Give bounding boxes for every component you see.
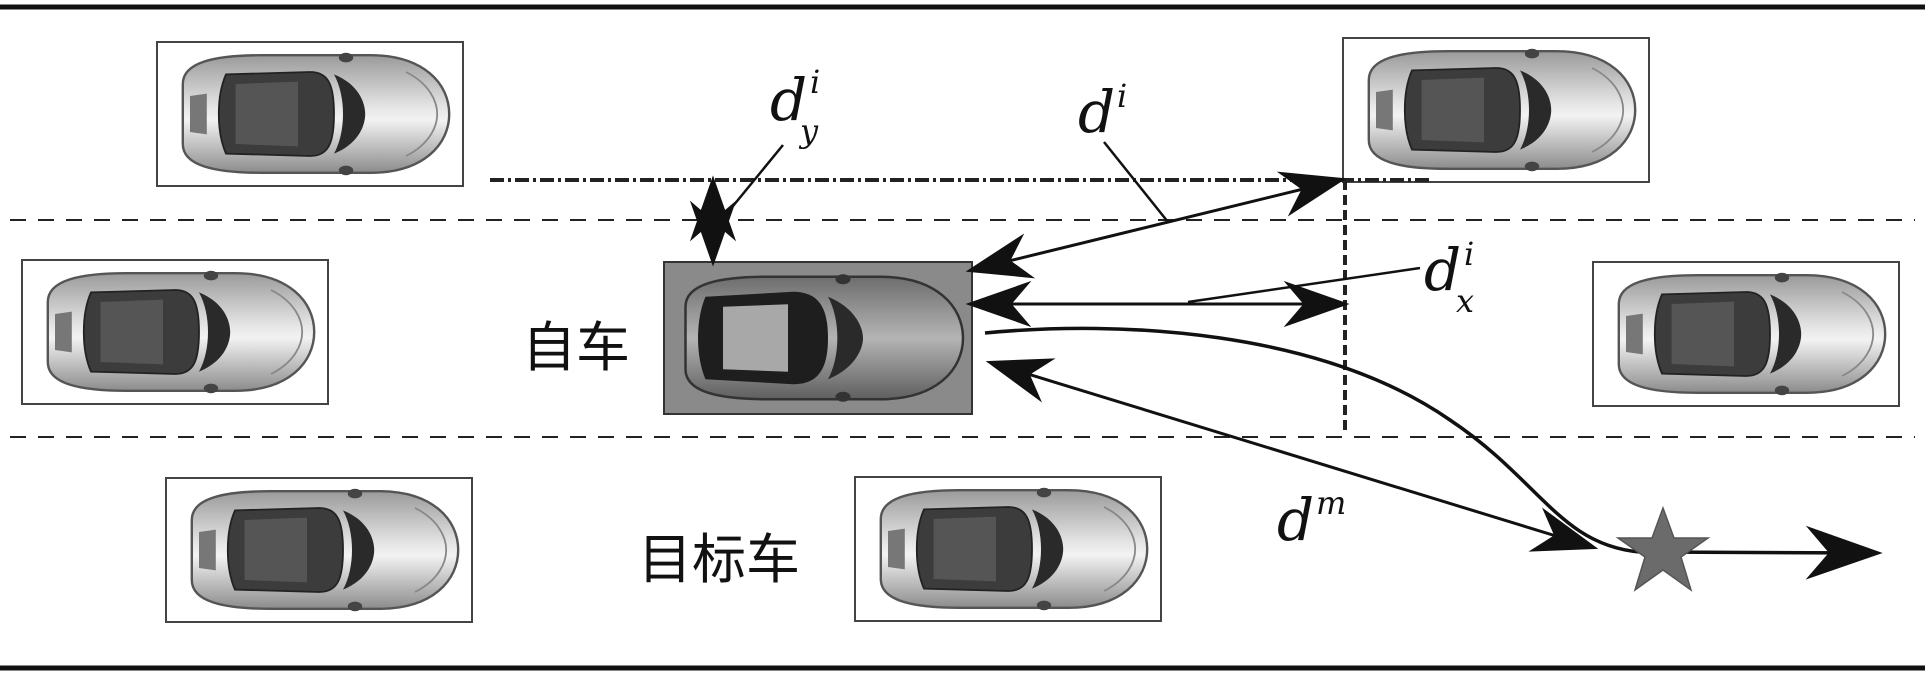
ego-vehicle-label: 自车: [522, 316, 630, 379]
dy-letter: d: [770, 66, 807, 134]
di-letter: d: [1078, 78, 1115, 146]
di-sup: i: [1117, 77, 1127, 115]
dm-sup: m: [1316, 484, 1346, 522]
label-dm: d m: [1277, 484, 1346, 554]
dx-leader: [1187, 266, 1421, 304]
dy-sup: i: [810, 63, 820, 101]
vehicle-mid-left: [21, 259, 329, 405]
label-di: d i: [1078, 77, 1127, 146]
vehicle-mid-right: [1592, 261, 1900, 407]
dm-arrow: [985, 358, 1599, 552]
planned-trajectory: [984, 326, 1883, 580]
dy-leader: [714, 144, 784, 229]
di-leader: [1103, 141, 1169, 223]
dy-sub: y: [798, 112, 819, 150]
di-arrow: [965, 171, 1347, 279]
star-icon: [1615, 505, 1711, 592]
dx-sup: i: [1464, 235, 1474, 273]
dm-letter: d: [1277, 486, 1314, 554]
vehicle-ego: [663, 261, 973, 415]
label-dy: d i y: [770, 63, 820, 150]
label-dx: d i x: [1424, 235, 1474, 320]
vehicle-bottom-left: [165, 477, 473, 623]
vehicle-target: [854, 476, 1162, 622]
target-vehicle-label: 目标车: [638, 528, 800, 591]
vehicle-top-left: [156, 41, 464, 187]
dx-sub: x: [1456, 282, 1474, 320]
vehicle-top-right: [1342, 37, 1650, 183]
dx-letter: d: [1424, 236, 1461, 304]
